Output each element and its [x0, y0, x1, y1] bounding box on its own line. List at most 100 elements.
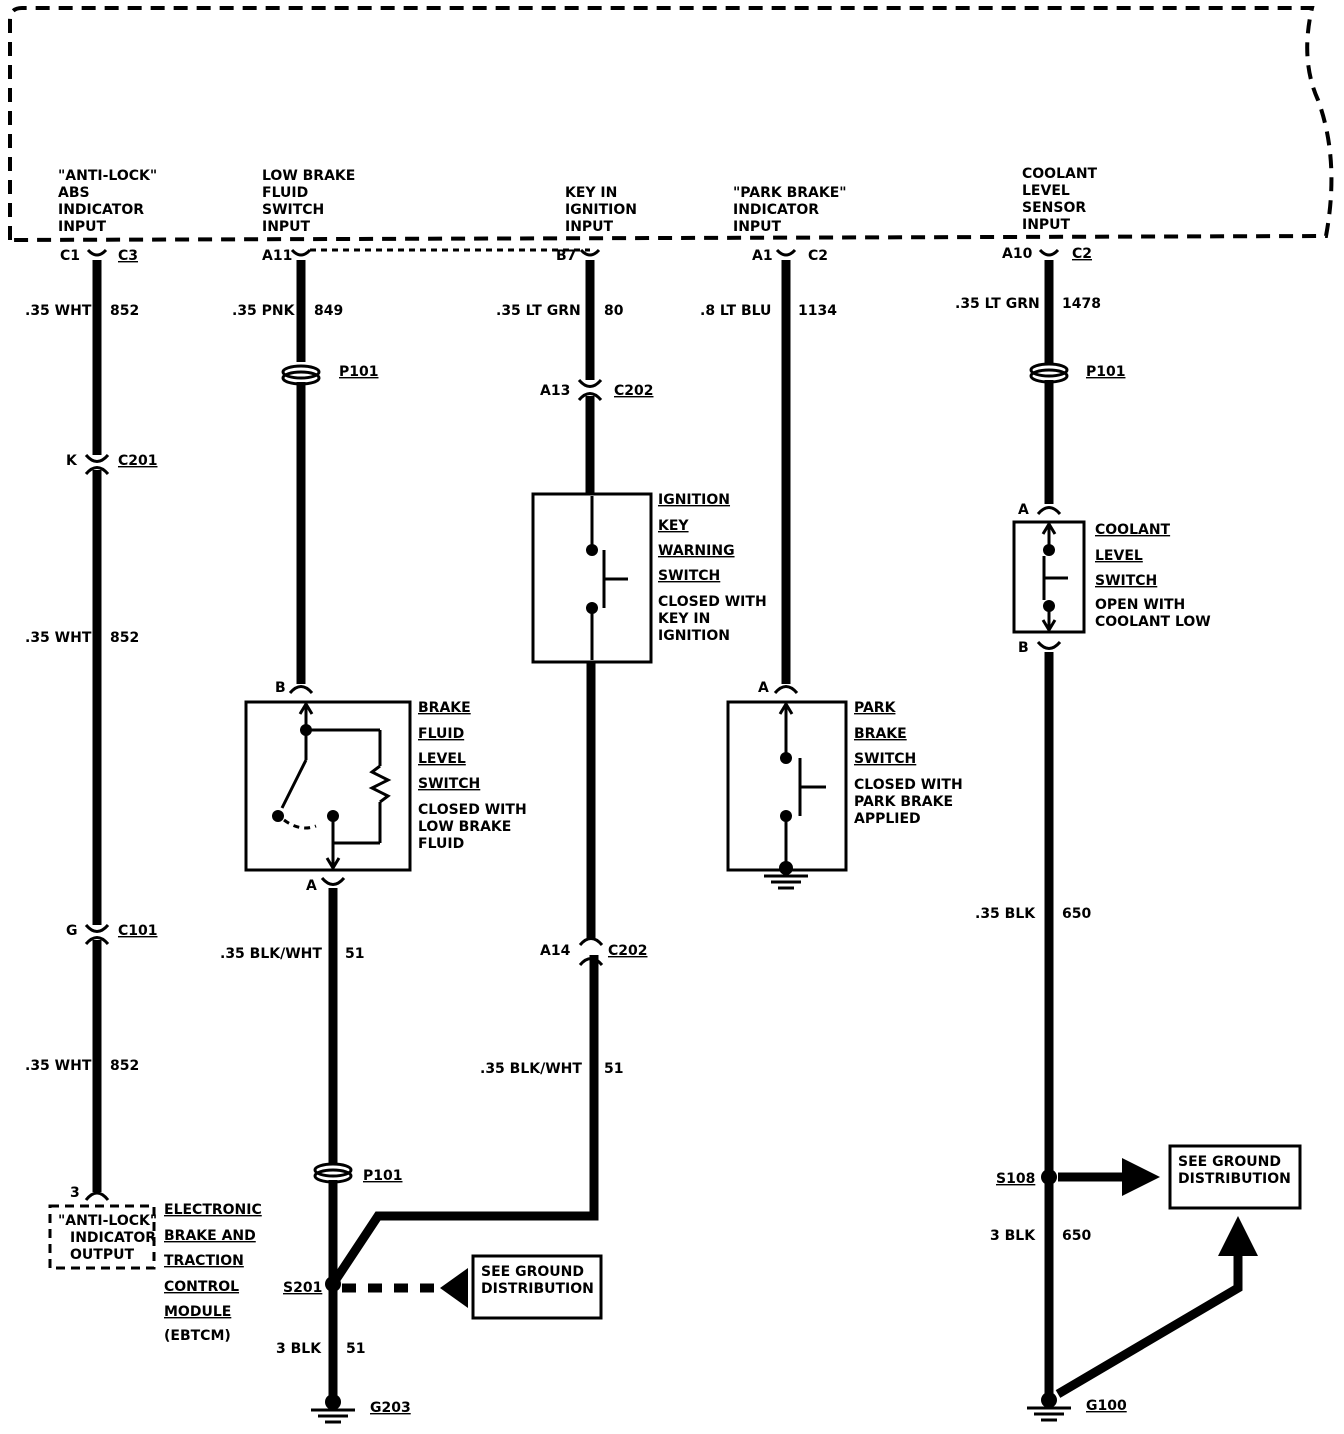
- svg-text:LEVEL: LEVEL: [1022, 183, 1070, 199]
- pin-c1: C1: [60, 248, 80, 264]
- connector-p101: P101: [339, 364, 378, 380]
- svg-text:SEE GROUND: SEE GROUND: [481, 1264, 584, 1280]
- wire-size: .35 BLK/WHT: [220, 946, 322, 962]
- svg-text:KEY IN: KEY IN: [565, 185, 617, 201]
- svg-text:SWITCH: SWITCH: [854, 751, 916, 767]
- svg-text:LEVEL: LEVEL: [1095, 548, 1143, 564]
- pin-b7: B7: [556, 248, 576, 264]
- splice-s108: S108: [996, 1171, 1035, 1187]
- svg-text:SEE GROUND: SEE GROUND: [1178, 1154, 1281, 1170]
- wire-size: .35 WHT: [25, 630, 92, 646]
- svg-text:CLOSED WITH: CLOSED WITH: [854, 777, 963, 793]
- svg-text:KEY: KEY: [658, 518, 689, 534]
- wire-number: 852: [110, 1058, 139, 1074]
- svg-text:OPEN WITH: OPEN WITH: [1095, 597, 1185, 613]
- input-label-key-in: KEY IN IGNITION INPUT: [565, 185, 637, 235]
- svg-text:COOLANT: COOLANT: [1095, 522, 1171, 538]
- svg-text:MODULE: MODULE: [164, 1304, 231, 1320]
- wire-number: 51: [604, 1061, 623, 1077]
- pin-c2-coolant: C2: [1072, 246, 1092, 262]
- connector-c201: C201: [118, 453, 158, 469]
- connector-pin: 3: [70, 1185, 80, 1201]
- svg-text:IGNITION: IGNITION: [565, 202, 637, 218]
- svg-text:INPUT: INPUT: [1022, 217, 1071, 233]
- splice-s201: S201: [283, 1280, 322, 1296]
- wire-number: 1134: [798, 303, 837, 319]
- circuit-key-in: [531, 260, 653, 967]
- svg-text:APPLIED: APPLIED: [854, 811, 921, 827]
- circuit-low-brake: [244, 260, 599, 1424]
- wire-number: 80: [604, 303, 624, 319]
- svg-text:FLUID: FLUID: [418, 836, 464, 852]
- input-label-coolant: COOLANT LEVEL SENSOR INPUT: [1022, 166, 1098, 233]
- svg-text:DISTRIBUTION: DISTRIBUTION: [1178, 1171, 1291, 1187]
- ground-distribution-label-a: SEE GROUND DISTRIBUTION: [481, 1264, 594, 1297]
- wire-number: 1478: [1062, 296, 1101, 312]
- input-label-abs: "ANTI-LOCK" ABS INDICATOR INPUT: [58, 168, 157, 235]
- circuit-abs: [84, 260, 110, 1201]
- ground-distribution-ref-a: [471, 1254, 603, 1320]
- connector-pin: K: [66, 453, 78, 469]
- wire-size: .8 LT BLU: [700, 303, 771, 319]
- pin-a1: A1: [752, 248, 773, 264]
- input-label-park-brake: "PARK BRAKE" INDICATOR INPUT: [733, 185, 847, 235]
- wire-number: 51: [345, 946, 364, 962]
- ground-g203: G203: [370, 1400, 411, 1416]
- wire-number: 650: [1062, 1228, 1091, 1244]
- ebtcm-module-label: ELECTRONIC BRAKE AND TRACTION CONTROL MO…: [164, 1202, 262, 1344]
- coolant-level-switch-label: COOLANT LEVEL SWITCH OPEN WITH COOLANT L…: [1095, 522, 1211, 630]
- wire-size: .35 PNK: [232, 303, 296, 319]
- wire-number: 852: [110, 303, 139, 319]
- ebtcm-output-label: "ANTI-LOCK" INDICATOR OUTPUT: [58, 1213, 157, 1263]
- svg-text:"ANTI-LOCK": "ANTI-LOCK": [58, 1213, 157, 1229]
- svg-text:LOW BRAKE: LOW BRAKE: [262, 168, 355, 184]
- svg-text:INPUT: INPUT: [733, 219, 782, 235]
- svg-text:INPUT: INPUT: [58, 219, 107, 235]
- svg-text:WARNING: WARNING: [658, 543, 735, 559]
- connector-pin: A: [758, 680, 769, 696]
- wire-size: .35 LT GRN: [496, 303, 581, 319]
- svg-text:INPUT: INPUT: [565, 219, 614, 235]
- connector-pin: A: [1018, 502, 1029, 518]
- pin-c2-park: C2: [808, 248, 828, 264]
- svg-text:ABS: ABS: [58, 185, 90, 201]
- svg-text:INDICATOR: INDICATOR: [733, 202, 819, 218]
- ebtcm-output-box: [48, 1204, 156, 1270]
- svg-text:SWITCH: SWITCH: [658, 568, 720, 584]
- svg-text:(EBTCM): (EBTCM): [164, 1328, 231, 1344]
- wire-size: 3 BLK: [276, 1341, 322, 1357]
- svg-text:COOLANT: COOLANT: [1022, 166, 1098, 182]
- svg-text:INDICATOR: INDICATOR: [58, 202, 144, 218]
- svg-text:OUTPUT: OUTPUT: [70, 1247, 134, 1263]
- svg-text:PARK BRAKE: PARK BRAKE: [854, 794, 953, 810]
- wire-size: .35 LT GRN: [955, 296, 1040, 312]
- wire-size: .35 BLK/WHT: [480, 1061, 582, 1077]
- svg-text:SWITCH: SWITCH: [1095, 573, 1157, 589]
- wire-number: 849: [314, 303, 343, 319]
- connector-pin: A: [306, 878, 317, 894]
- svg-text:ELECTRONIC: ELECTRONIC: [164, 1202, 262, 1218]
- svg-text:CONTROL: CONTROL: [164, 1279, 239, 1295]
- svg-text:INPUT: INPUT: [262, 219, 311, 235]
- connector-c202: C202: [614, 383, 654, 399]
- connector-p101: P101: [363, 1168, 402, 1184]
- ignition-key-switch-label: IGNITION KEY WARNING SWITCH CLOSED WITH …: [658, 492, 767, 644]
- wire-size: .35 WHT: [25, 1058, 92, 1074]
- ground-distribution-label-b: SEE GROUND DISTRIBUTION: [1178, 1154, 1291, 1187]
- brake-fluid-switch-label: BRAKE FLUID LEVEL SWITCH CLOSED WITH LOW…: [418, 700, 527, 852]
- connector-pin: B: [1018, 640, 1029, 656]
- wire-number: 51: [346, 1341, 365, 1357]
- pin-c3: C3: [118, 248, 138, 264]
- svg-text:SWITCH: SWITCH: [262, 202, 324, 218]
- svg-text:SWITCH: SWITCH: [418, 776, 480, 792]
- svg-text:TRACTION: TRACTION: [164, 1253, 244, 1269]
- wire-number: 650: [1062, 906, 1091, 922]
- connector-pin: A14: [540, 943, 571, 959]
- svg-text:"ANTI-LOCK": "ANTI-LOCK": [58, 168, 157, 184]
- ground-distribution-ref-b: [1168, 1144, 1302, 1210]
- svg-text:IGNITION: IGNITION: [658, 628, 730, 644]
- wire-size: .35 BLK: [975, 906, 1036, 922]
- ground-g100: G100: [1086, 1398, 1127, 1414]
- top-connector-arcs: [86, 248, 1060, 257]
- connector-pin: B: [275, 680, 286, 696]
